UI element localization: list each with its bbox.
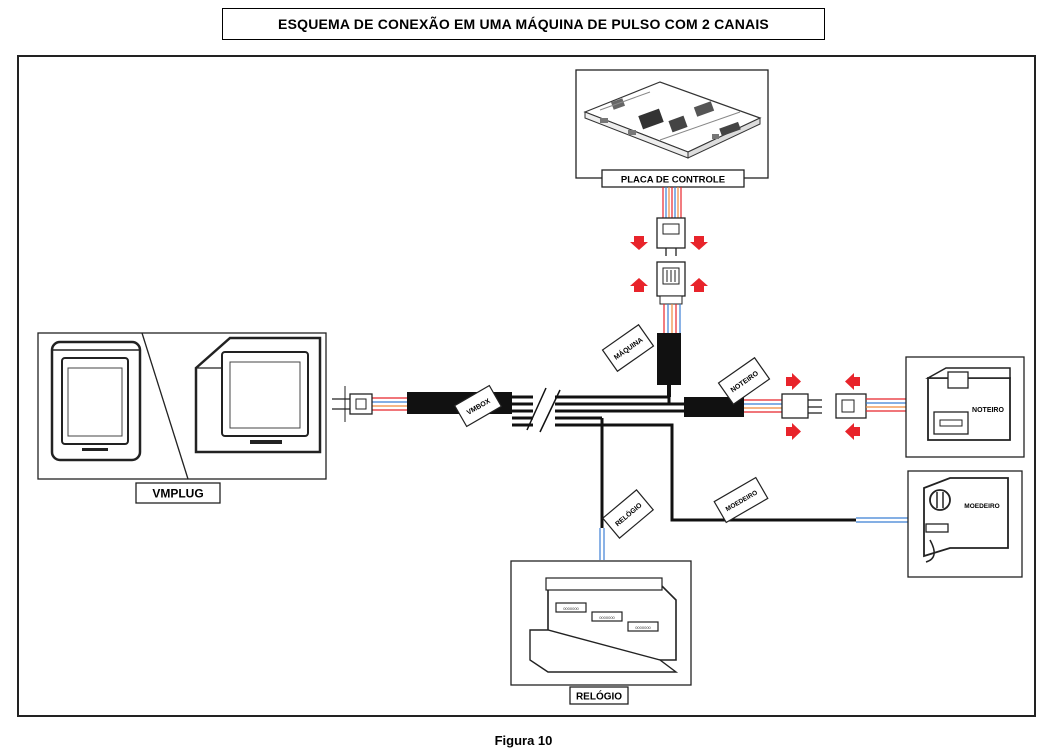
tag-noteiro: NOTEIRO — [717, 356, 771, 406]
arrow-left-bottom-icon — [845, 423, 860, 440]
arrow-down-right-icon — [690, 236, 708, 250]
noteiro-arrows — [786, 373, 860, 440]
vmplug-panel: VMPLUG — [37, 332, 327, 504]
cable-break-marks — [526, 387, 561, 434]
noteiro-connector-wires — [866, 398, 906, 412]
arrow-up-left-icon — [630, 278, 648, 292]
tag-vmbox: VMBOX — [453, 384, 503, 428]
relogio-panel: 0000000 0000000 0000000 RELÓGIO — [510, 560, 692, 705]
placa-de-controle-label: PLACA DE CONTROLE — [621, 175, 725, 186]
arrow-left-top-icon — [845, 373, 860, 390]
vmbox-wires — [372, 397, 407, 411]
noteiro-panel: NOTEIRO — [905, 356, 1025, 458]
pcb-connector-female — [656, 217, 686, 256]
noteiro-connector-male — [781, 393, 822, 419]
maquina-cable-sleeve — [657, 333, 681, 385]
tag-maquina: MÁQUINA — [601, 323, 655, 373]
relogio-label: RELÓGIO — [576, 690, 622, 703]
moedeiro-panel: MOEDEIRO — [907, 470, 1023, 578]
noteiro-connector-female — [835, 393, 867, 419]
noteiro-cable-sleeve — [684, 397, 744, 417]
moedeiro-wires — [856, 517, 908, 523]
diagram-title: ESQUEMA DE CONEXÃO EM UMA MÁQUINA DE PUL… — [222, 8, 825, 40]
arrow-down-left-icon — [630, 236, 648, 250]
arrow-right-bottom-icon — [786, 423, 801, 440]
pcb-connector-male — [656, 261, 686, 305]
svg-text:0000000: 0000000 — [563, 606, 579, 611]
diagram-frame — [17, 55, 1036, 717]
vmbox-connector — [332, 386, 373, 422]
pcb-arrows — [630, 236, 708, 292]
moedeiro-device-label: MOEDEIRO — [964, 503, 999, 510]
arrow-right-top-icon — [786, 373, 801, 390]
noteiro-wires — [744, 399, 782, 413]
arrow-up-right-icon — [690, 278, 708, 292]
tag-relogio: RELÓGIO — [601, 489, 655, 539]
placa-de-controle-panel: PLACA DE CONTROLE — [575, 69, 769, 188]
tag-moedeiro: MOEDEIRO — [713, 476, 769, 524]
noteiro-device-label: NOTEIRO — [972, 407, 1004, 414]
svg-text:0000000: 0000000 — [635, 625, 651, 630]
svg-text:0000000: 0000000 — [599, 615, 615, 620]
vmplug-label: VMPLUG — [152, 487, 203, 501]
figure-caption: Figura 10 — [494, 733, 553, 748]
pcb-wires — [662, 187, 682, 218]
machine-wires — [663, 304, 681, 334]
relogio-wires — [599, 528, 605, 560]
